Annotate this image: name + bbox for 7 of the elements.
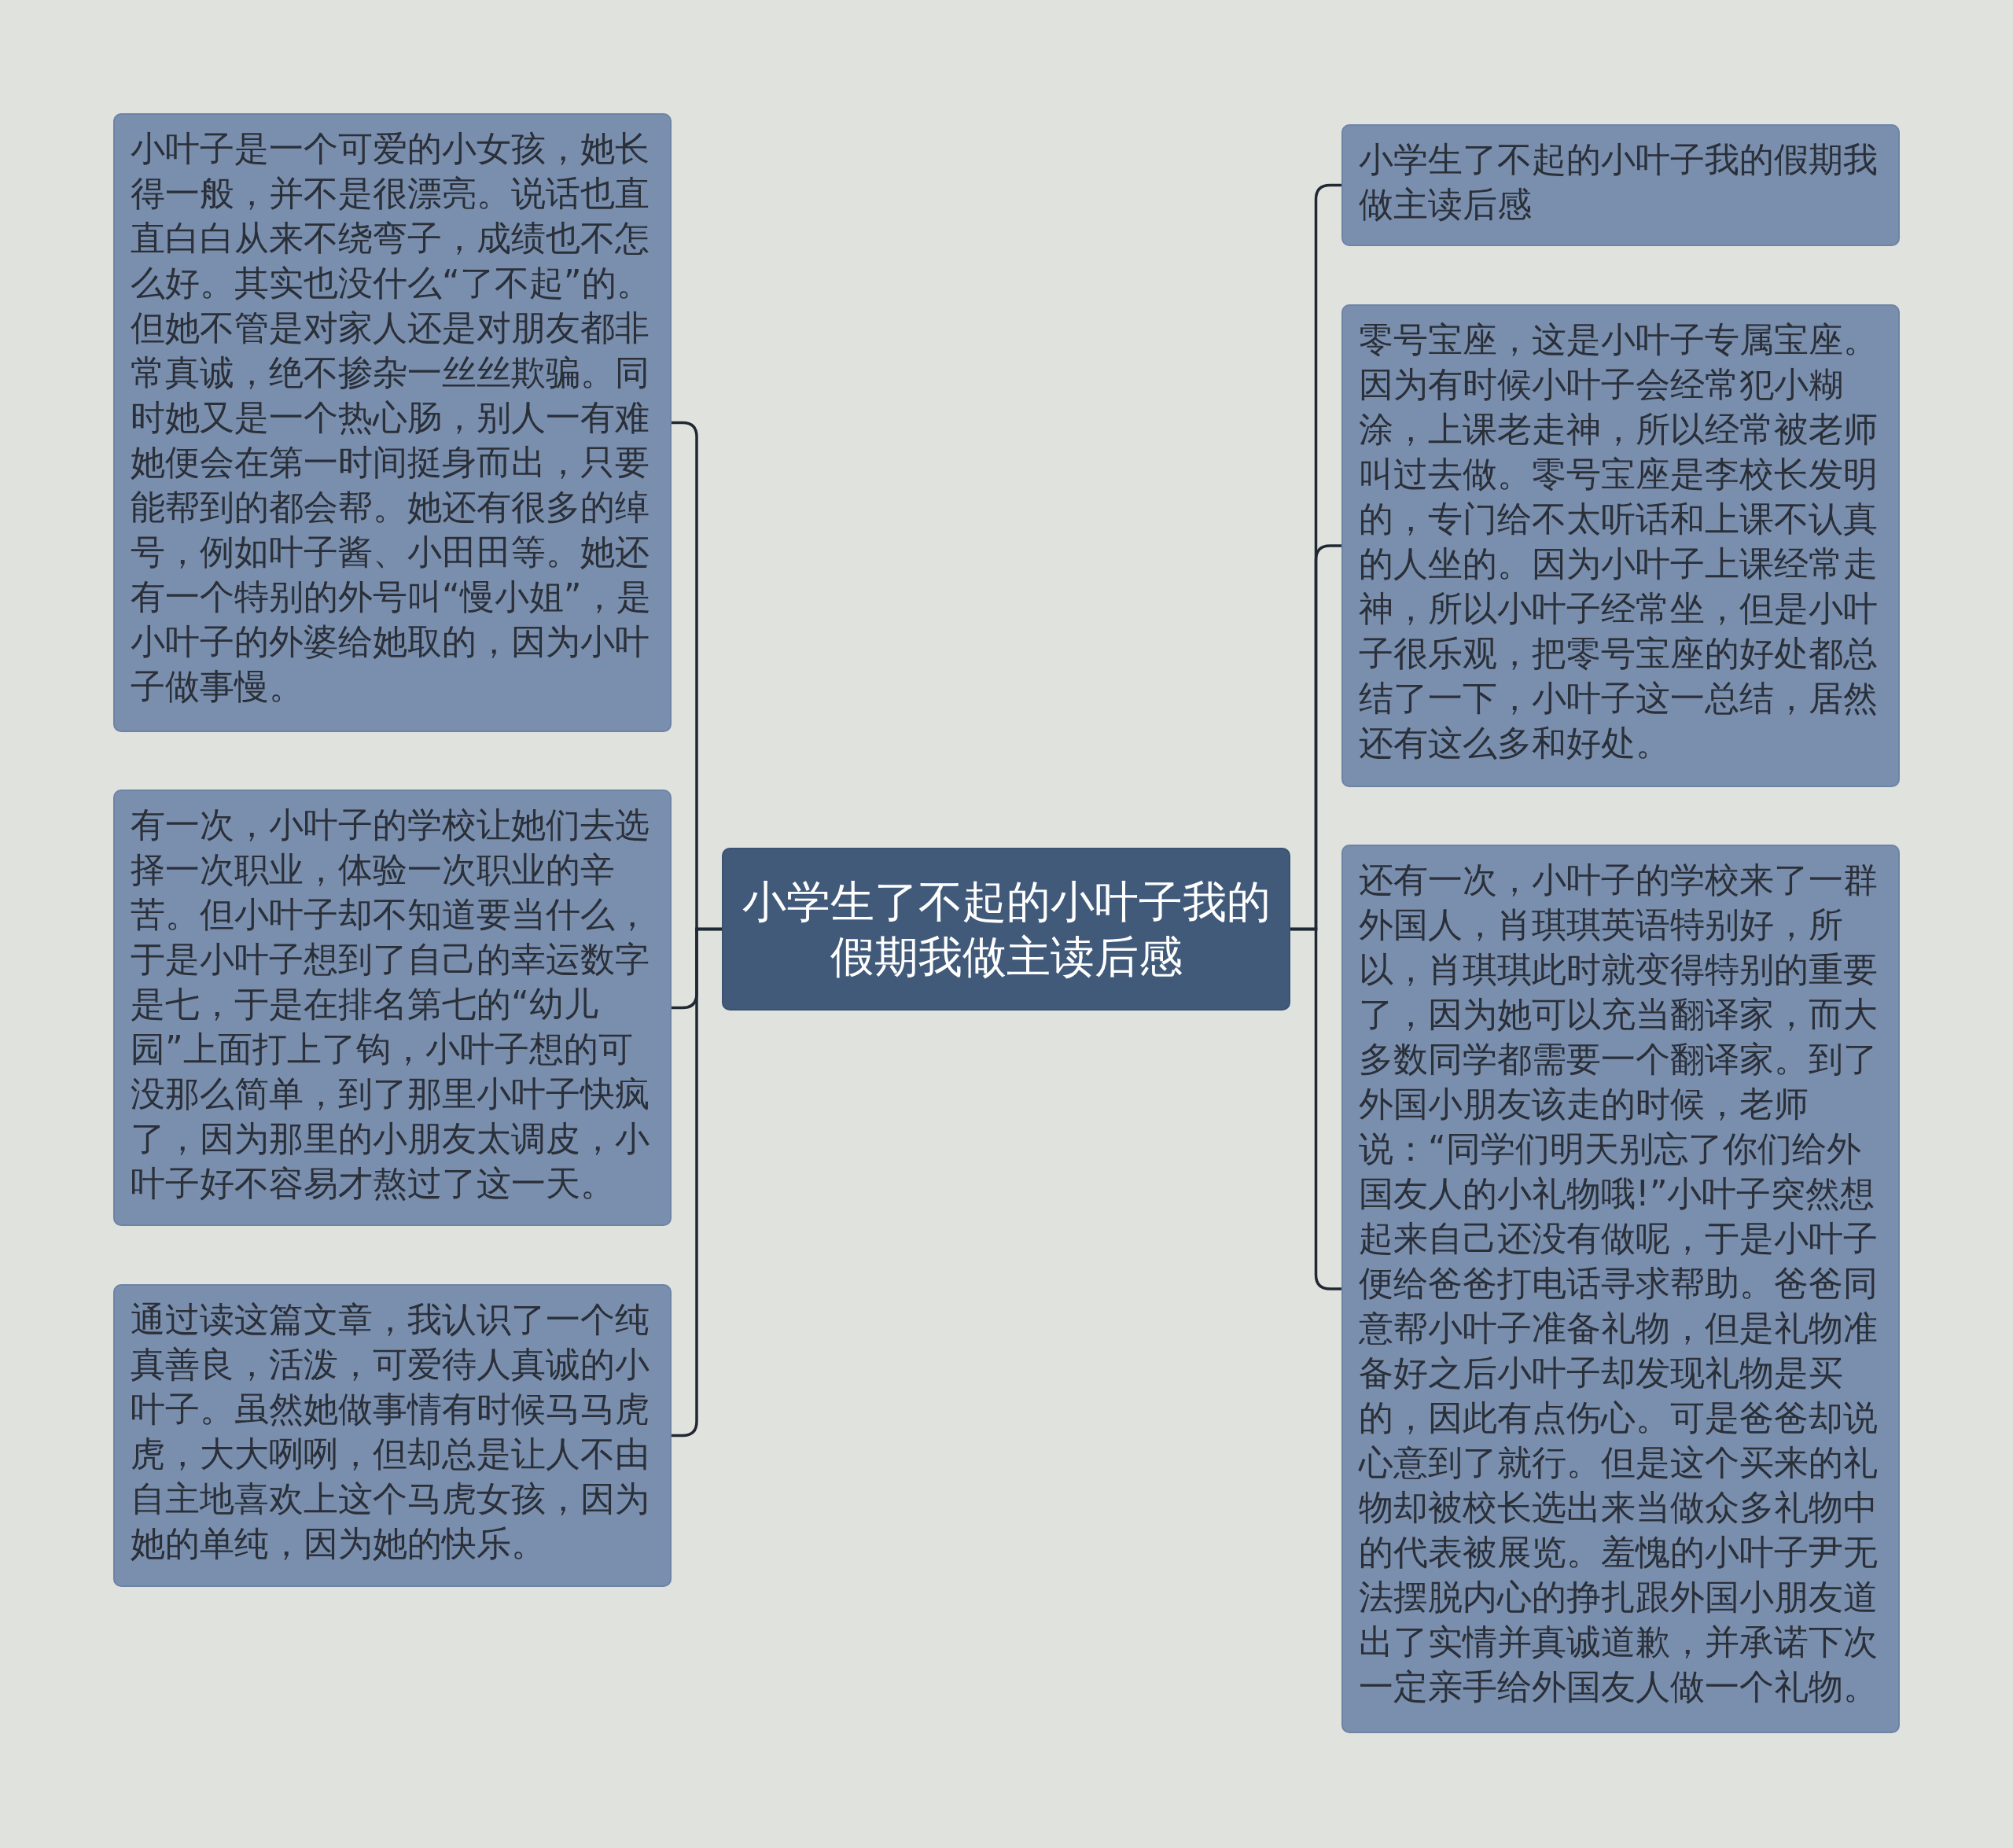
topic-box: 通过读这篇文章，我认识了一个纯真善良，活泼，可爱待人真诚的小叶子。虽然她做事情有时候马马虎虎，大大咧咧，但却总是让人不由自主地喜欢上这个马虎女孩，因为她的单纯，因为她的快乐。 (113, 1284, 672, 1587)
topic-box: 小叶子是一个可爱的小女孩，她长得一般，并不是很漂亮。说话也直直白白从来不绕弯子，成绩也不怎么好。其实也没什么“了不起”的。但她不管是对家人还是对朋友都非常真诚，绝不掺杂一丝丝欺骗。同时她又是一个热心肠，别人一有难她便会在第一时间挺身而出，只要能帮到的都会帮。她还有很多的绰号，例如叶子酱、小田田等。她还有一个特别的外号叫“慢小姐”，是小叶子的外婆给她取的，因为小叶子做事慢。 (113, 113, 672, 732)
topic-box: 零号宝座，这是小叶子专属宝座。因为有时候小叶子会经常犯小糊涂，上课老走神，所以经常被老师叫过去做。零号宝座是李校长发明的，专门给不太听话和上课不认真的人坐的。因为小叶子上课经常走神，所以小叶子经常坐，但是小叶子很乐观，把零号宝座的好处都总结了一下，小叶子这一总结，居然还有这么多和好处。 (1341, 304, 1900, 787)
topic-box: 还有一次，小叶子的学校来了一群外国人，肖琪琪英语特别好，所以，肖琪琪此时就变得特别的重要了，因为她可以充当翻译家，而大多数同学都需要一个翻译家。到了外国小朋友该走的时候，老师说：“同学们明天别忘了你们给外国友人的小礼物哦!”小叶子突然想起来自己还没有做呢，于是小叶子便给爸爸打电话寻求帮助。爸爸同意帮小叶子准备礼物，但是礼物准备好之后小叶子却发现礼物是买的，因此有点伤心。可是爸爸却说心意到了就行。但是这个买来的礼物却被校长选出来当做众多礼物中的代表被展览。羞愧的小叶子尹无法摆脱内心的挣扎跟外国小朋友道出了实情并真诚道歉，并承诺下次一定亲手给外国友人做一个礼物。 (1341, 845, 1900, 1733)
topic-box: 小学生了不起的小叶子我的假期我做主读后感 (1341, 124, 1900, 246)
topic-box: 有一次，小叶子的学校让她们去选择一次职业，体验一次职业的辛苦。但小叶子却不知道要当什么，于是小叶子想到了自己的幸运数字是七，于是在排名第七的“幼儿园”上面打上了钩，小叶子想的可没那么简单，到了那里小叶子快疯了，因为那里的小朋友太调皮，小叶子好不容易才熬过了这一天。 (113, 790, 672, 1226)
central-topic-box: 小学生了不起的小叶子我的假期我做主读后感 (722, 848, 1290, 1011)
